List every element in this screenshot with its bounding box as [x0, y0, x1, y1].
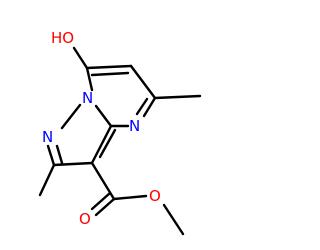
- bond-c5-n4-double: [135, 97, 149, 116]
- bond-c7-c6-double: [90, 71, 130, 77]
- molecule-structure-diagram: HO N N N O O: [38, 29, 202, 236]
- bond-n2-c2-double: [55, 144, 64, 165]
- bond-oester-methyl: [162, 203, 185, 236]
- bond-c6-c5: [129, 64, 157, 100]
- bond-c5-methyl: [153, 94, 202, 100]
- atom-label-n-pyrazole: N: [42, 128, 53, 146]
- bond-c3-c3a: [90, 124, 113, 165]
- bond-oh-c7: [72, 46, 89, 70]
- bond-c3a-n1: [94, 104, 113, 128]
- bond-n1-c7: [85, 66, 94, 92]
- bond-c2-methyl: [38, 163, 56, 197]
- bond-cester-ocarbonyl: [94, 197, 116, 217]
- atom-labels: HO N N N O O: [42, 29, 161, 228]
- bond-n2-c2: [46, 144, 56, 167]
- bond-c3-c3a-double: [98, 128, 117, 159]
- atom-label-hydroxyl: HO: [51, 29, 74, 47]
- molecule-canvas: HO N N N O O: [38, 29, 202, 236]
- bond-c7-c6: [85, 64, 133, 70]
- bond-c5-n4: [142, 96, 157, 118]
- atom-label-n-bridgehead: N: [82, 89, 93, 107]
- bond-cester-ocarbonyl-double: [90, 191, 112, 211]
- atom-label-o-carbonyl: O: [79, 210, 91, 228]
- bond-n1-n2: [60, 103, 82, 130]
- bond-c2-c3: [52, 161, 94, 167]
- atom-label-n-pyrimidine: N: [129, 117, 140, 135]
- atom-label-o-ester: O: [149, 187, 161, 205]
- bond-cester-oester: [112, 194, 148, 201]
- bonds: [38, 46, 202, 236]
